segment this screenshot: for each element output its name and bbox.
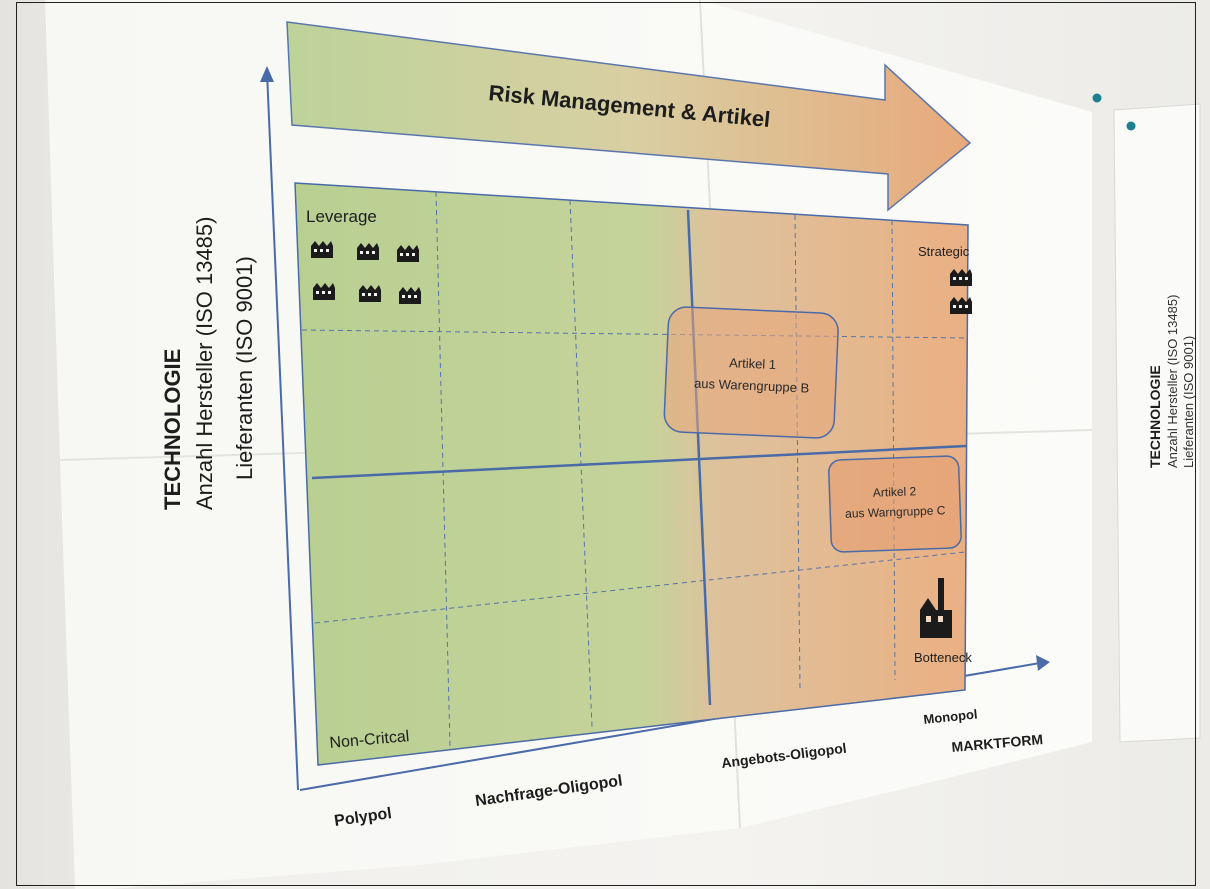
item-box-artikel-1: Artikel 1 aus Warengruppe B xyxy=(663,306,839,439)
quadrant-divider-vertical xyxy=(686,209,712,706)
y-axis-label: TECHNOLOGIE Anzahl Hersteller (ISO 13485… xyxy=(160,217,257,510)
y-axis-line xyxy=(266,71,299,791)
second-poster-labels: TECHNOLOGIE Anzahl Hersteller (ISO 13485… xyxy=(1147,295,1196,468)
second-poster-sheet xyxy=(1113,103,1201,743)
y-axis-line3: Lieferanten (ISO 9001) xyxy=(232,256,257,480)
factory-icon xyxy=(311,241,333,258)
quadrant-strategic: Strategic xyxy=(918,244,970,259)
y-axis-line1: TECHNOLOGIE xyxy=(160,349,185,510)
quadrant-non-critical: Non-Critcal xyxy=(329,728,410,752)
second-poster-line3: Lieferanten (ISO 9001) xyxy=(1181,336,1196,468)
factory-icon xyxy=(313,283,335,300)
factory-icon xyxy=(357,243,379,260)
item-2-line2: aus Warngruppe C xyxy=(845,503,946,521)
factory-icon xyxy=(950,297,972,314)
risk-arrow-banner xyxy=(286,21,972,212)
second-poster-line2: Anzahl Hersteller (ISO 13485) xyxy=(1165,295,1180,468)
pushpin-icon xyxy=(1092,93,1102,103)
quadrant-divider-horizontal xyxy=(311,444,967,480)
item-2-line1: Artikel 2 xyxy=(873,484,917,500)
item-1-line1: Artikel 1 xyxy=(729,355,777,372)
matrix-dashed-lines xyxy=(301,191,969,747)
pushpin-icon xyxy=(1126,121,1136,131)
quadrant-bottleneck: Botteneck xyxy=(914,650,972,665)
item-1-line2: aus Warengruppe B xyxy=(694,376,810,396)
y-axis-arrowhead xyxy=(260,66,274,82)
x-axis-label: MARKTFORM xyxy=(951,731,1044,755)
factory-icon xyxy=(399,287,421,304)
factory-icon xyxy=(359,285,381,302)
x-axis-arrowhead xyxy=(1036,655,1050,671)
factory-icon xyxy=(950,269,972,286)
item-box-artikel-2: Artikel 2 aus Warngruppe C xyxy=(828,455,962,553)
factory-icon xyxy=(397,245,419,262)
bottleneck-factory-icon xyxy=(920,578,952,638)
y-axis-line2: Anzahl Hersteller (ISO 13485) xyxy=(192,217,217,510)
x-category-monopol: Monopol xyxy=(923,706,978,727)
quadrant-leverage: Leverage xyxy=(306,207,377,226)
second-poster-line1: TECHNOLOGIE xyxy=(1147,365,1163,468)
